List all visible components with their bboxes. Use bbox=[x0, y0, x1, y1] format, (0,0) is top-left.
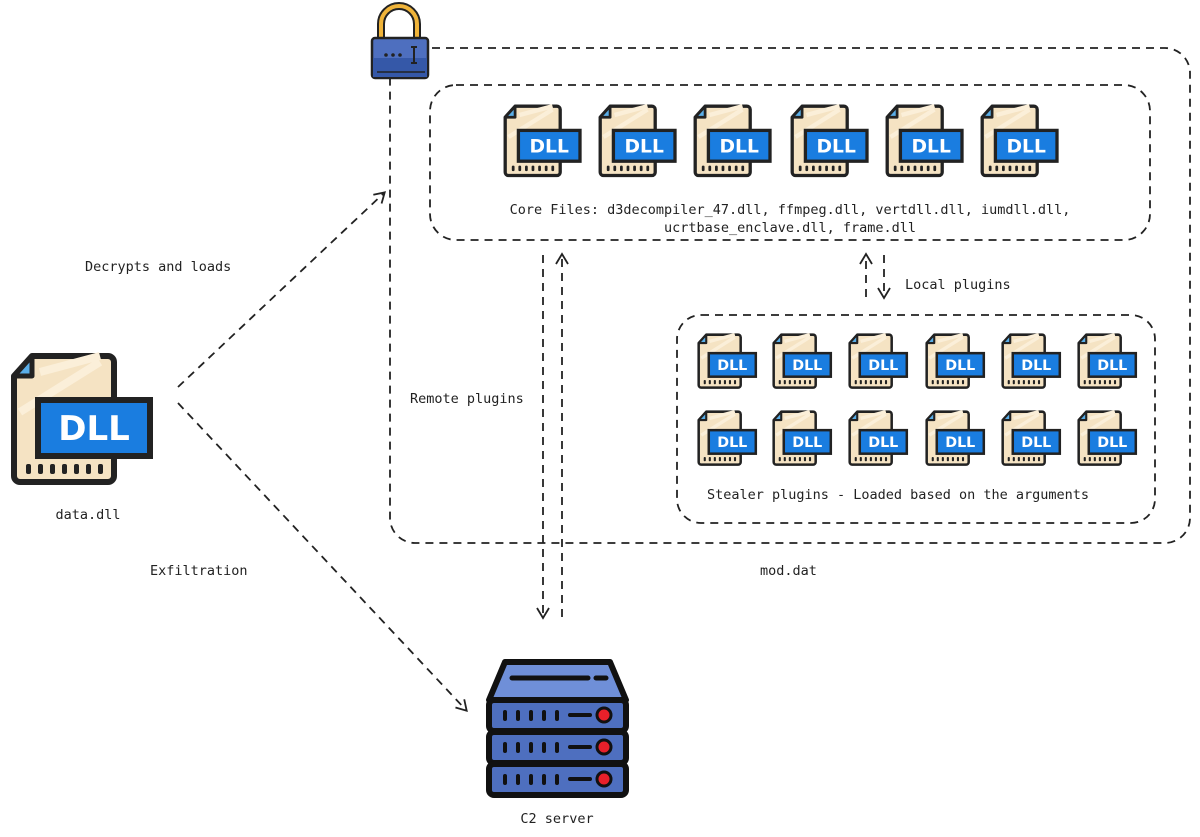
server-icon bbox=[486, 659, 629, 798]
core-dll-icon: DLL bbox=[790, 104, 869, 178]
core-dll-icon: DLL bbox=[693, 104, 772, 178]
decrypts-arrow bbox=[177, 191, 387, 388]
stealer-dll-icon: DLL bbox=[848, 410, 909, 466]
dll-icon-text: DLL bbox=[1097, 358, 1127, 374]
dll-file-icon: DLL bbox=[11, 352, 153, 485]
core-files-label-line1: Core Files: d3decompiler_47.dll, ffmpeg.… bbox=[509, 202, 1071, 218]
dll-icon-text: DLL bbox=[1021, 435, 1051, 451]
dll-icon-text: DLL bbox=[945, 358, 975, 374]
data-dll-label: data.dll bbox=[55, 507, 121, 523]
dll-icon-text: DLL bbox=[58, 409, 130, 449]
dll-icon-text: DLL bbox=[868, 435, 898, 451]
padlock-icon bbox=[370, 2, 430, 80]
dll-icon-text: DLL bbox=[1097, 435, 1127, 451]
stealer-plugins-label: Stealer plugins - Loaded based on the ar… bbox=[706, 487, 1090, 503]
stealer-dll-icon: DLL bbox=[1001, 410, 1062, 466]
dll-icon-text: DLL bbox=[945, 435, 975, 451]
dll-icon-text: DLL bbox=[530, 136, 569, 157]
dll-icon-text: DLL bbox=[868, 358, 898, 374]
dll-icon-text: DLL bbox=[792, 358, 822, 374]
dll-icon-text: DLL bbox=[817, 136, 856, 157]
stealer-plugins-container bbox=[676, 314, 1156, 524]
stealer-dll-icon: DLL bbox=[1001, 333, 1062, 389]
dll-icon-text: DLL bbox=[720, 136, 759, 157]
exfiltration-arrow bbox=[177, 402, 468, 713]
stealer-dll-icon: DLL bbox=[772, 410, 833, 466]
decrypts-label: Decrypts and loads bbox=[85, 259, 232, 275]
core-dll-icon: DLL bbox=[980, 104, 1059, 178]
core-files-label-line2: ucrtbase_enclave.dll, frame.dll bbox=[664, 220, 916, 236]
core-dll-icon: DLL bbox=[503, 104, 582, 178]
dll-icon-text: DLL bbox=[912, 136, 951, 157]
core-dll-icon: DLL bbox=[885, 104, 964, 178]
dll-icons: DLL DLL DLL DLL bbox=[11, 104, 1138, 485]
dll-icon-text: DLL bbox=[1007, 136, 1046, 157]
dll-icon-text: DLL bbox=[625, 136, 664, 157]
remote-plugins-label: Remote plugins bbox=[410, 391, 524, 407]
stealer-dll-icon: DLL bbox=[772, 333, 833, 389]
dll-icon-text: DLL bbox=[717, 358, 747, 374]
mod-dat-label: mod.dat bbox=[760, 563, 817, 579]
stealer-dll-icon: DLL bbox=[697, 333, 758, 389]
dll-icon-text: DLL bbox=[792, 435, 822, 451]
dll-icon-text: DLL bbox=[1021, 358, 1051, 374]
c2-server-label: C2 server bbox=[520, 811, 594, 827]
stealer-dll-icon: DLL bbox=[697, 410, 758, 466]
stealer-dll-icon: DLL bbox=[1077, 410, 1138, 466]
dll-icon-text: DLL bbox=[717, 435, 747, 451]
mod-dat-container bbox=[389, 47, 1191, 544]
exfiltration-label: Exfiltration bbox=[150, 563, 248, 579]
core-dll-icon: DLL bbox=[598, 104, 677, 178]
stealer-dll-icon: DLL bbox=[1077, 333, 1138, 389]
stealer-dll-icon: DLL bbox=[848, 333, 909, 389]
stealer-dll-icon: DLL bbox=[925, 410, 986, 466]
stealer-dll-icon: DLL bbox=[925, 333, 986, 389]
core-files-container bbox=[429, 84, 1151, 241]
local-plugins-label: Local plugins bbox=[905, 277, 1011, 293]
